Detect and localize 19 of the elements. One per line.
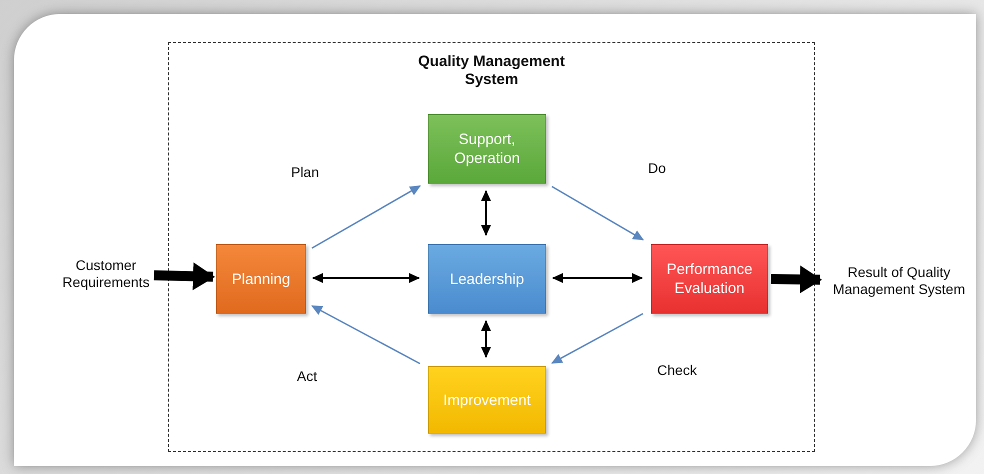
arrow — [552, 273, 643, 283]
input-output-text: Customer Requirements — [62, 256, 150, 292]
process-box: Improvement — [428, 366, 546, 434]
process-box: Performance Evaluation — [651, 244, 768, 314]
arrow — [312, 185, 421, 249]
system-boundary — [168, 42, 815, 452]
arrow — [551, 312, 644, 364]
arrow — [154, 262, 215, 290]
input-output-text: Result of Quality Management System — [822, 252, 976, 310]
boundary-title: Quality Management System — [417, 53, 566, 89]
process-box: Planning — [216, 244, 306, 314]
process-box: Leadership — [428, 244, 546, 314]
arrow — [312, 273, 420, 283]
arrow — [481, 320, 491, 358]
arrow — [481, 190, 491, 236]
arrow — [311, 305, 420, 364]
arrow — [770, 265, 822, 294]
process-box: Support, Operation — [428, 114, 546, 184]
arrow — [552, 186, 644, 240]
